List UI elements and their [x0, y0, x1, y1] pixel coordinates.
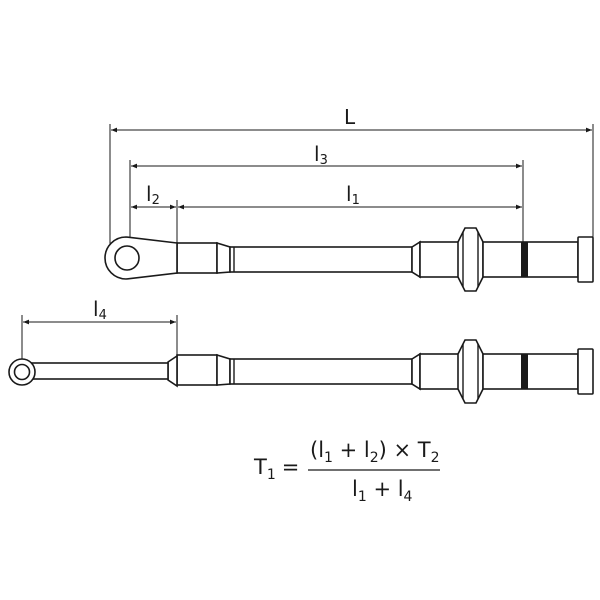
formula-numerator: (l1 + l2) × T2 [310, 438, 440, 466]
dim-label-l4: l4 [93, 297, 107, 323]
dim-label-l2: l2 [146, 182, 160, 208]
wrench-body [176, 227, 594, 292]
dimension-L: L [111, 105, 592, 133]
dimension-l4: l4 [23, 297, 176, 325]
dimension-l3: l3 [131, 142, 522, 169]
wrench-2-with-extension [8, 339, 594, 404]
dimension-l2: l2 [131, 182, 176, 210]
dim-label-l1: l1 [346, 182, 360, 208]
scale-band [521, 242, 528, 277]
wrench-1-ring-head [104, 236, 178, 280]
dimension-l1: l1 [178, 182, 522, 210]
extension-lines [21, 124, 594, 360]
torque-formula: T1= (l1 + l2) × T2 l1 + l4 [253, 438, 440, 505]
formula-lhs: T1= [253, 455, 299, 483]
dim-label-L: L [344, 105, 356, 129]
formula-denominator: l1 + l4 [352, 477, 413, 505]
dim-label-l3: l3 [314, 142, 328, 168]
